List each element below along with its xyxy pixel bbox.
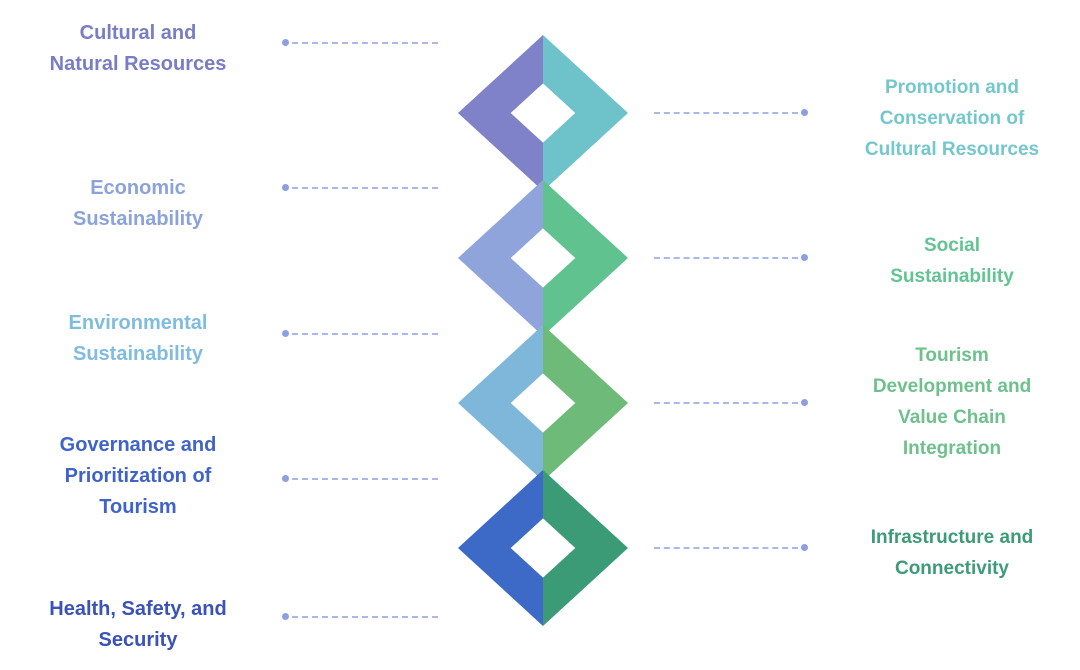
chain-link-3-right-half bbox=[543, 325, 628, 481]
connector-dot bbox=[801, 399, 808, 406]
connector-dot bbox=[282, 613, 289, 620]
connector-right-1 bbox=[654, 109, 808, 116]
label-infrastructure-and-connectivity: Infrastructure and Connectivity bbox=[870, 527, 1034, 579]
connector-line bbox=[292, 41, 438, 44]
chain-link-3-left-half bbox=[458, 325, 543, 481]
connector-dot bbox=[282, 39, 289, 46]
chain-link-diamond-4 bbox=[458, 470, 628, 626]
chain-link-1-left-half bbox=[458, 35, 543, 191]
connector-dot bbox=[801, 254, 808, 261]
connector-left-1 bbox=[282, 39, 438, 46]
connector-dot bbox=[801, 544, 808, 551]
connector-right-2 bbox=[654, 254, 808, 261]
connector-line bbox=[654, 111, 798, 114]
label-tourism-development-and-value-chain-integration: Tourism Development and Value Chain Inte… bbox=[872, 345, 1032, 459]
chain-link-1-right-half bbox=[543, 35, 628, 191]
connector-dot bbox=[282, 184, 289, 191]
connector-line bbox=[292, 477, 438, 480]
connector-left-2 bbox=[282, 184, 438, 191]
chain-link-diamond-2 bbox=[458, 180, 628, 336]
label-social-sustainability: Social Sustainability bbox=[890, 235, 1014, 287]
chain-link-diamond-1 bbox=[458, 35, 628, 191]
connector-left-5 bbox=[282, 613, 438, 620]
connector-line bbox=[292, 332, 438, 335]
chain-link-2-left-half bbox=[458, 180, 543, 336]
connector-line bbox=[292, 186, 438, 189]
connector-right-3 bbox=[654, 399, 808, 406]
label-cultural-and-natural-resources: Cultural and Natural Resources bbox=[49, 22, 227, 75]
connector-line bbox=[654, 401, 798, 404]
connector-right-4 bbox=[654, 544, 808, 551]
label-economic-sustainability: Economic Sustainability bbox=[72, 177, 204, 230]
connector-line bbox=[292, 615, 438, 618]
label-health-safety-and-security: Health, Safety, and Security bbox=[49, 598, 227, 651]
connector-left-3 bbox=[282, 330, 438, 337]
chain-link-4-left-half bbox=[458, 470, 543, 626]
label-governance-and-prioritization-of-tourism: Governance and Prioritization of Tourism bbox=[59, 434, 217, 518]
chain-link-2-right-half bbox=[543, 180, 628, 336]
connector-dot bbox=[801, 109, 808, 116]
connector-line bbox=[654, 256, 798, 259]
chain-link-4-right-half bbox=[543, 470, 628, 626]
label-environmental-sustainability: Environmental Sustainability bbox=[68, 312, 208, 365]
connector-dot bbox=[282, 475, 289, 482]
connector-left-4 bbox=[282, 475, 438, 482]
chain-link-diamond-3 bbox=[458, 325, 628, 481]
connector-dot bbox=[282, 330, 289, 337]
label-promotion-and-conservation-of-cultural-resources: Promotion and Conservation of Cultural R… bbox=[864, 77, 1040, 160]
connector-line bbox=[654, 546, 798, 549]
